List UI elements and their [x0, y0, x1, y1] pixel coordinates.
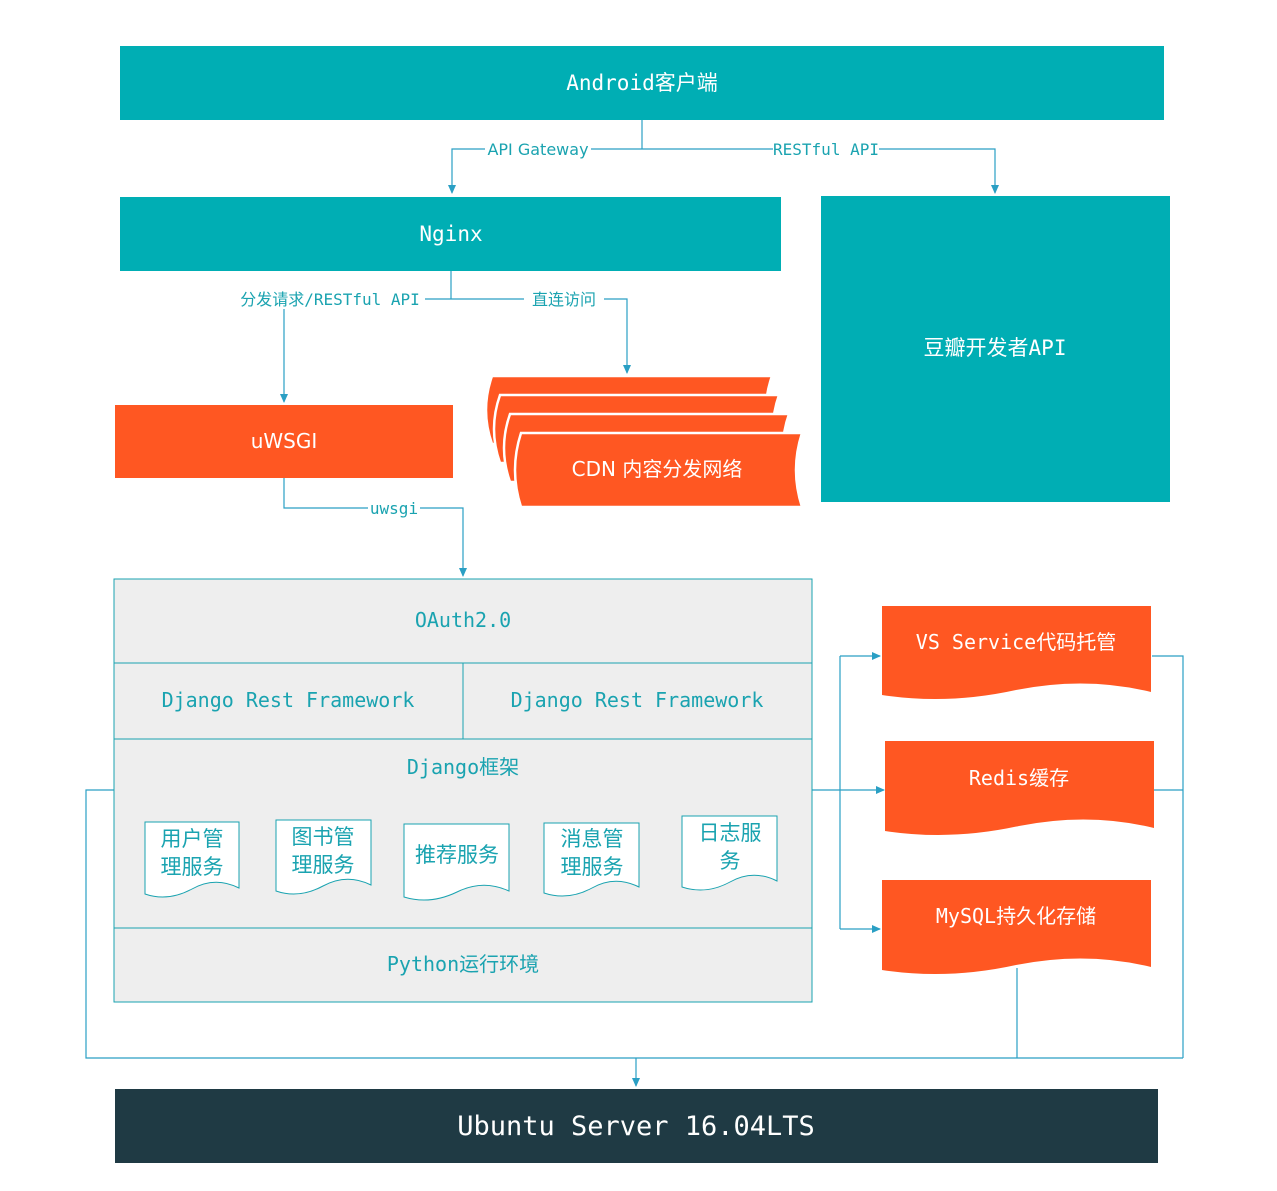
mysql-label: MySQL持久化存储 [936, 904, 1096, 928]
edge-nginx-cdn [451, 298, 631, 374]
edge-label-bg [235, 139, 879, 518]
service-log-line2: 务 [720, 849, 741, 873]
vs-service-box [882, 606, 1151, 699]
label-api-gateway: API Gateway [487, 140, 588, 159]
cdn-label: CDN 内容分发网络 [572, 457, 743, 481]
uwsgi-label: uWSGI [251, 429, 318, 453]
label-uwsgi-proto: uwsgi [370, 499, 418, 518]
label-direct: 直连访问 [532, 290, 596, 309]
label-dispatch: 分发请求/RESTful API [240, 290, 420, 309]
django-stack [113, 578, 813, 1003]
service-message-line1: 消息管 [561, 827, 624, 851]
cdn-layer-4 [513, 431, 804, 509]
ubuntu-box [115, 1089, 1158, 1163]
redis-label: Redis缓存 [969, 766, 1069, 790]
service-log-line1: 日志服 [699, 821, 762, 845]
label-restful-api: RESTful API [773, 140, 879, 159]
uwsgi-box [115, 405, 453, 478]
android-box [120, 46, 1164, 120]
service-labels: 用户管 理服务 图书管 理服务 推荐服务 消息管 理服务 日志服 务 [161, 821, 762, 879]
service-user-line1: 用户管 [161, 827, 224, 851]
drf-right-box [462, 662, 813, 740]
service-docs [144, 815, 778, 901]
edge-vs-loop [1152, 655, 1184, 1058]
ubuntu-label: Ubuntu Server 16.04LTS [457, 1111, 815, 1142]
nginx-box [120, 197, 781, 271]
drf-right-label: Django Rest Framework [511, 688, 764, 712]
service-recommend-line1: 推荐服务 [415, 843, 499, 867]
django-framework-label: Django框架 [407, 755, 519, 779]
douban-api-label: 豆瓣开发者API [924, 336, 1067, 360]
drf-left-label: Django Rest Framework [162, 688, 415, 712]
service-message-line2: 理服务 [561, 855, 624, 879]
cdn-stack [484, 374, 804, 509]
service-doc-log [681, 815, 778, 891]
edge-android-douban [642, 148, 999, 194]
edge-uwsgi-django [283, 478, 467, 577]
oauth-box [113, 578, 813, 664]
douban-api-box [821, 196, 1170, 502]
drf-left-box [113, 662, 464, 740]
edge-labels: API Gateway RESTful API 分发请求/RESTful API… [240, 140, 879, 518]
service-doc-message [543, 822, 640, 897]
edge-bottom-loop [85, 789, 1183, 1059]
android-label: Android客户端 [566, 71, 718, 95]
nginx-label: Nginx [419, 222, 482, 246]
redis-box [885, 741, 1154, 835]
storage-docs [882, 606, 1154, 974]
service-doc-book [275, 819, 372, 895]
service-book-line2: 理服务 [292, 853, 355, 877]
vs-service-label: VS Service代码托管 [916, 630, 1116, 654]
connectors [85, 120, 1184, 1087]
mysql-box [882, 880, 1151, 974]
python-env-label: Python运行环境 [387, 952, 539, 976]
oauth-label: OAuth2.0 [415, 608, 511, 632]
service-doc-recommend [403, 823, 510, 901]
service-doc-user [144, 821, 240, 898]
service-book-line1: 图书管 [292, 825, 355, 849]
edge-nginx-uwsgi [280, 298, 451, 403]
service-user-line2: 理服务 [161, 855, 224, 879]
python-env-box [113, 927, 813, 1003]
